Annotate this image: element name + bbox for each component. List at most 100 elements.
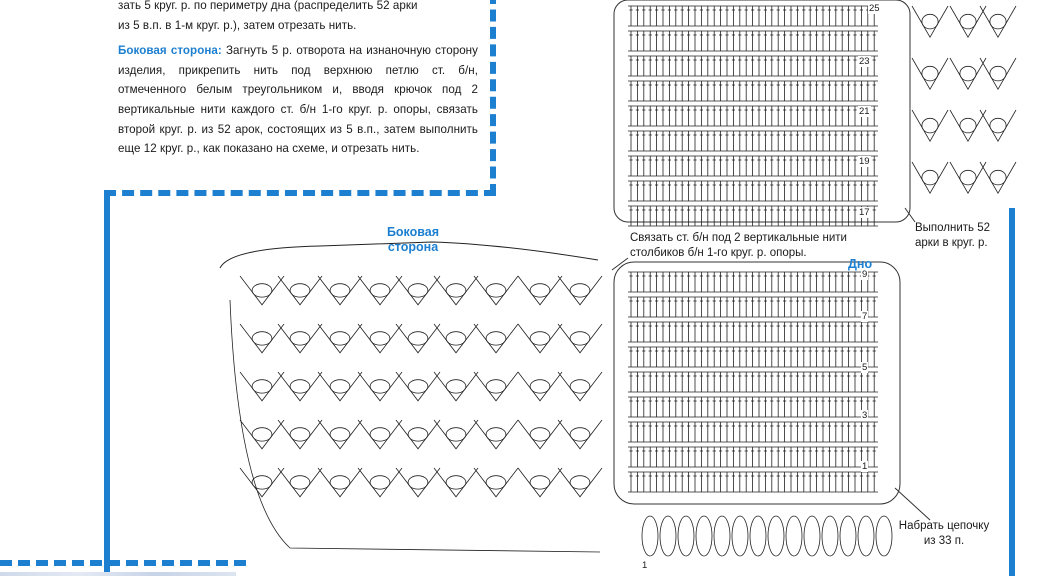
- lace-v: [949, 5, 987, 39]
- chain-loop: [857, 515, 875, 557]
- lace-loop: [959, 117, 977, 134]
- fan-column: [473, 275, 519, 498]
- fan-column: [949, 5, 987, 195]
- lace-v: [395, 275, 441, 306]
- lace-loop: [329, 331, 351, 346]
- lace-v: [911, 161, 949, 195]
- lace-v: [239, 467, 285, 498]
- lace-loop: [289, 475, 311, 490]
- lace-loop: [407, 475, 429, 490]
- lace-loop: [485, 475, 507, 490]
- bottom-label: Дно: [848, 257, 873, 271]
- fan-column: [557, 275, 603, 498]
- lace-loop: [445, 379, 467, 394]
- lace-loop: [289, 427, 311, 442]
- lace-loop: [329, 379, 351, 394]
- lace-v: [357, 323, 403, 354]
- lace-loop: [251, 283, 273, 298]
- lace-v: [317, 275, 363, 306]
- lace-v: [433, 371, 479, 402]
- lace-loop: [289, 379, 311, 394]
- lace-v: [473, 419, 519, 450]
- stitch-band: [628, 321, 878, 343]
- row-number-23: 23: [858, 56, 871, 67]
- fan-column: [317, 275, 363, 498]
- stitch-band: [628, 130, 878, 152]
- tie-pointer: [611, 257, 629, 271]
- chain-loop: [713, 515, 731, 557]
- lace-v: [239, 371, 285, 402]
- lace-v: [473, 275, 519, 306]
- lace-loop: [569, 427, 591, 442]
- stitch-band: [628, 55, 878, 77]
- stitch-band: [628, 471, 878, 493]
- lace-v: [517, 323, 563, 354]
- lace-v: [517, 419, 563, 450]
- lace-v: [557, 467, 603, 498]
- stitch-band: [628, 5, 878, 27]
- lace-v: [239, 275, 285, 306]
- instructions-box: зать 5 круг. р. по периметру дна (распре…: [104, 0, 496, 196]
- lace-loop: [289, 331, 311, 346]
- chain-loop: [839, 515, 857, 557]
- lace-v: [357, 467, 403, 498]
- lace-v: [317, 323, 363, 354]
- intro-line-2: из 5 в.п. в 1-м круг. р.), затем отрезат…: [118, 18, 357, 32]
- lace-v: [911, 5, 949, 39]
- lace-v: [277, 323, 323, 354]
- lace-loop: [989, 13, 1007, 30]
- lace-loop: [407, 331, 429, 346]
- lace-v: [357, 371, 403, 402]
- tie-instruction-label: Связать ст. б/н под 2 вертикальные нити …: [630, 231, 880, 261]
- lace-v: [239, 323, 285, 354]
- arches-pointer: [904, 207, 916, 223]
- lace-loop: [921, 13, 939, 30]
- lace-loop: [407, 379, 429, 394]
- side-instructions: Загнуть 5 р. отворота на изнаночную стор…: [118, 44, 478, 156]
- lace-loop: [485, 283, 507, 298]
- fan-column: [911, 5, 949, 195]
- lace-v: [949, 161, 987, 195]
- chain-loop: [785, 515, 803, 557]
- lace-loop: [959, 13, 977, 30]
- lace-v: [517, 371, 563, 402]
- stitch-band: [628, 271, 878, 293]
- lace-loop: [251, 331, 273, 346]
- side-label-line-1: Боковая: [386, 225, 440, 239]
- side-edge: [229, 299, 601, 553]
- lace-loop: [369, 331, 391, 346]
- fan-column: [239, 275, 285, 498]
- lace-loop: [569, 331, 591, 346]
- stitch-band: [628, 346, 878, 368]
- intro-line-1: зать 5 круг. р. по периметру дна (распре…: [118, 0, 418, 12]
- lace-v: [277, 467, 323, 498]
- lace-v: [433, 275, 479, 306]
- chain-loop: [659, 515, 677, 557]
- row-number-1: 1: [861, 461, 869, 472]
- fan-column: [277, 275, 323, 498]
- lace-v: [979, 109, 1017, 143]
- lace-v: [949, 109, 987, 143]
- row-number-bottom-1: 1: [641, 560, 649, 571]
- lace-loop: [921, 169, 939, 186]
- lace-v: [277, 371, 323, 402]
- stitch-band: [628, 105, 878, 127]
- stitch-band: [628, 80, 878, 102]
- stitch-band: [628, 180, 878, 202]
- arches-line-1: Выполнить 52: [915, 222, 991, 234]
- fan-column: [979, 5, 1017, 195]
- chain-loop: [821, 515, 839, 557]
- row-number-19: 19: [858, 156, 871, 167]
- right-divider-line: [1009, 208, 1015, 576]
- fan-column: [433, 275, 479, 498]
- lace-loop: [529, 331, 551, 346]
- lace-loop: [569, 283, 591, 298]
- lace-loop: [289, 283, 311, 298]
- lace-v: [517, 275, 563, 306]
- lace-loop: [251, 475, 273, 490]
- lace-loop: [921, 117, 939, 134]
- lace-v: [557, 275, 603, 306]
- fan-column: [395, 275, 441, 498]
- lace-v: [239, 419, 285, 450]
